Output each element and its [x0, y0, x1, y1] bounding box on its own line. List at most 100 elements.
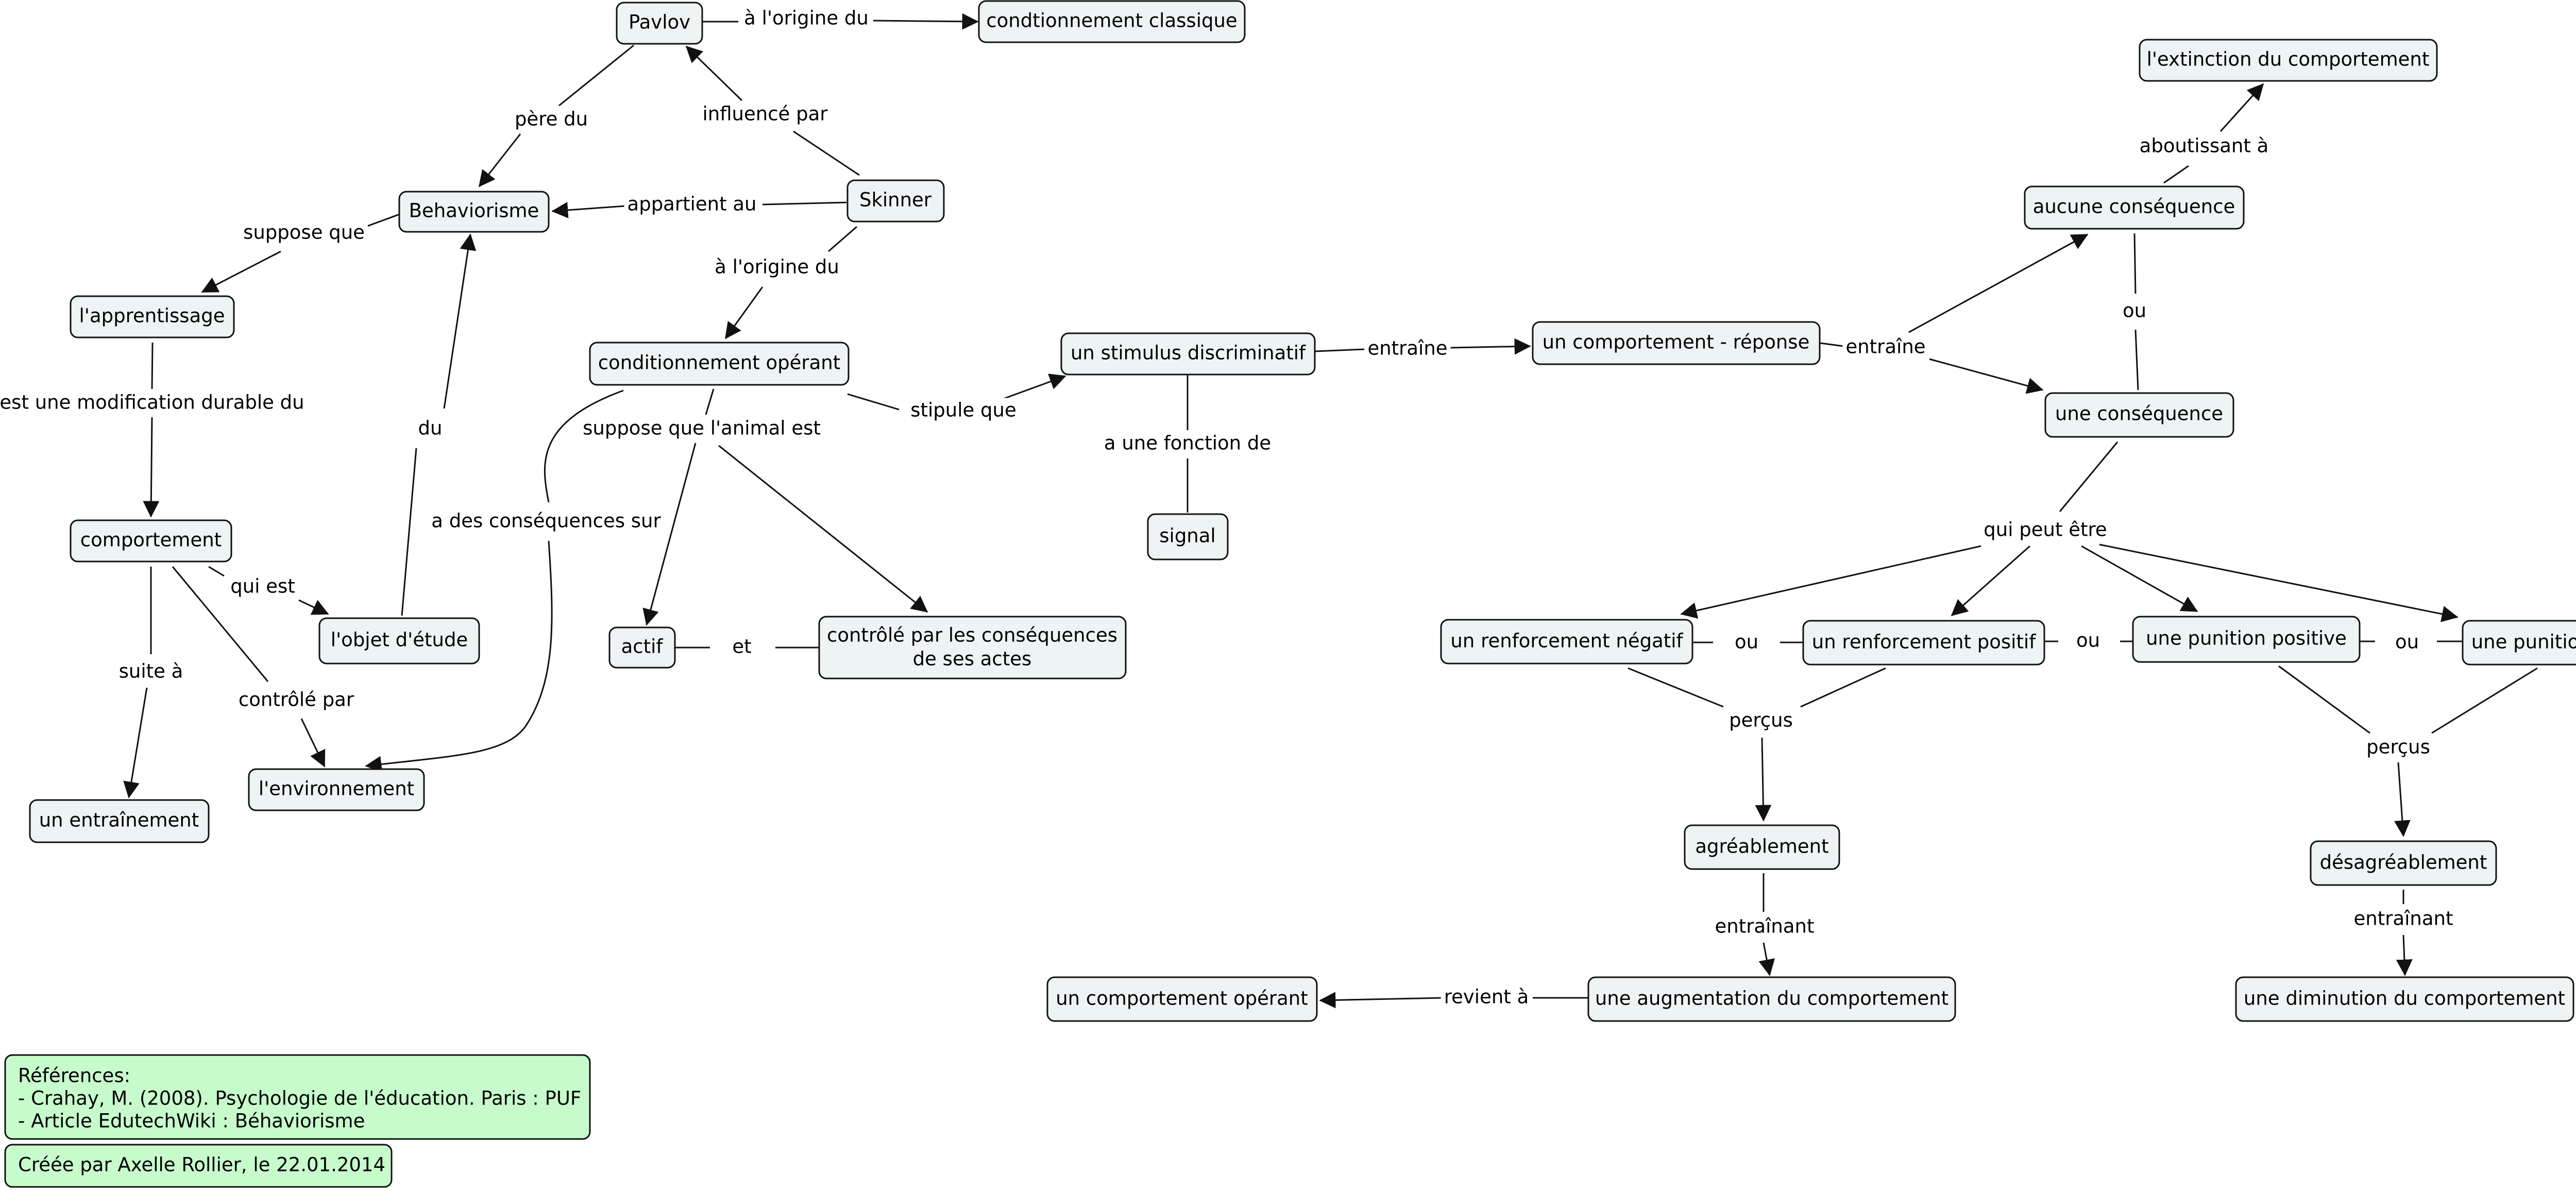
node-cond-classique[interactable]: condtionnement classique	[978, 0, 1246, 43]
references-title: Références:	[18, 1065, 130, 1087]
edge	[551, 201, 625, 218]
node-pun-positive[interactable]: une punition positive	[2132, 616, 2361, 663]
edge	[873, 13, 979, 30]
edge	[762, 201, 847, 206]
edge	[1319, 992, 1443, 1009]
edge	[793, 130, 860, 176]
node-pun-negative[interactable]: une punition négative	[2462, 620, 2576, 666]
link-label: suite à	[119, 660, 183, 683]
node-cond-operant[interactable]: conditionnement opérant	[589, 342, 850, 386]
references-line: - Article EdutechWiki : Béhaviorisme	[18, 1110, 365, 1132]
node-agreablement[interactable]: agréablement	[1684, 824, 1840, 870]
link-label-background	[1731, 630, 1762, 654]
node-diminution[interactable]: une diminution du comportement	[2235, 976, 2574, 1022]
edge	[123, 687, 148, 798]
node-label: l'apprentissage	[79, 305, 225, 327]
link-est-une-modification: est une modification durable du	[0, 390, 308, 415]
node-label: contrôlé par les conséquences	[827, 624, 1117, 647]
link-suppose-que: suppose que	[240, 220, 368, 245]
node-pavlov[interactable]: Pavlov	[616, 2, 703, 45]
node-label: condtionnement classique	[986, 10, 1237, 32]
node-renf-negatif[interactable]: un renforcement négatif	[1440, 619, 1693, 665]
node-label: un entraînement	[39, 809, 199, 831]
node-label: conditionnement opérant	[598, 352, 841, 374]
link-label: aboutissant à	[2140, 135, 2269, 157]
node-signal[interactable]: signal	[1147, 513, 1229, 560]
node-objet-etude[interactable]: l'objet d'étude	[318, 617, 480, 665]
edge	[1450, 338, 1531, 355]
references-line: - Crahay, M. (2008). Psychologie de l'éd…	[18, 1087, 581, 1110]
link-label: appartient au	[628, 193, 757, 215]
link-label-background	[1726, 708, 1796, 733]
node-stimulus[interactable]: un stimulus discriminatif	[1060, 332, 1316, 376]
edge	[1929, 358, 2044, 394]
edge	[2396, 934, 2413, 976]
node-behaviorisme[interactable]: Behaviorisme	[398, 191, 550, 233]
link-label: suppose que	[243, 222, 365, 244]
edge	[478, 133, 521, 188]
edge	[300, 718, 326, 768]
node-entrainement[interactable]: un entraînement	[29, 799, 210, 843]
node-label: Skinner	[859, 189, 932, 211]
link-label-background	[1440, 984, 1532, 1009]
node-une-consequence[interactable]: une conséquence	[2044, 392, 2234, 438]
node-augmentation[interactable]: une augmentation du comportement	[1587, 976, 1956, 1022]
link-label-background	[1711, 914, 1818, 939]
node-environnement[interactable]: l'environnement	[248, 768, 425, 811]
node-aucune-consequence[interactable]: aucune conséquence	[2024, 185, 2245, 230]
link-aboutissant-a: aboutissant à	[2136, 133, 2272, 158]
node-label: un renforcement négatif	[1450, 630, 1683, 652]
link-ou-3: ou	[2073, 628, 2104, 653]
link-label-background	[511, 107, 591, 131]
link-a-lorigine-du-2: à l'origine du	[711, 254, 842, 279]
edge	[2278, 665, 2370, 734]
link-label-background	[711, 254, 842, 279]
link-label-background	[2392, 630, 2422, 654]
edge	[847, 393, 900, 411]
node-label: un stimulus discriminatif	[1071, 342, 1306, 364]
link-suppose-que-lanimal: suppose que l'animal est	[580, 416, 824, 440]
link-ou-2: ou	[1731, 630, 1762, 654]
node-label: de ses actes	[913, 648, 1032, 670]
edge	[1002, 373, 1066, 400]
edge	[544, 389, 624, 503]
link-label-background	[227, 574, 298, 599]
node-label: un comportement opérant	[1056, 988, 1308, 1010]
link-label-background	[580, 416, 824, 440]
link-label: entraîne	[1367, 337, 1447, 360]
node-apprentissage[interactable]: l'apprentissage	[70, 295, 235, 338]
link-label: ou	[2123, 300, 2146, 322]
node-desagreablement[interactable]: désagréablement	[2310, 840, 2497, 886]
node-comportement-operant[interactable]: un comportement opérant	[1046, 976, 1318, 1022]
link-percus-2: perçus	[2363, 735, 2433, 759]
edge	[443, 233, 477, 409]
link-label-background	[624, 192, 760, 216]
link-ou-1: ou	[2119, 298, 2150, 323]
node-label: désagréablement	[2320, 852, 2487, 874]
edge	[2134, 329, 2139, 390]
node-actif[interactable]: actif	[608, 626, 676, 669]
node-label: une conséquence	[2055, 403, 2223, 425]
link-stipule-que: stipule que	[907, 398, 1020, 422]
link-label: qui peut être	[1984, 519, 2107, 541]
node-label: Pavlov	[629, 11, 690, 33]
credit-box: Créée par Axelle Rollier, le 22.01.2014	[4, 1144, 393, 1188]
node-label: signal	[1159, 525, 1215, 547]
link-label-background	[729, 634, 755, 659]
edge	[1680, 545, 1981, 619]
edge	[2394, 762, 2411, 837]
node-skinner[interactable]: Skinner	[846, 179, 945, 223]
node-label: une punition positive	[2146, 627, 2347, 650]
node-renf-positif[interactable]: un renforcement positif	[1802, 620, 2045, 666]
node-controle-consequences[interactable]: contrôlé par les conséquences de ses act…	[818, 616, 1127, 679]
edge	[685, 45, 743, 101]
link-label-background	[2363, 735, 2433, 759]
link-label-background	[907, 398, 1020, 422]
node-extinction[interactable]: l'extinction du comportement	[2139, 39, 2438, 82]
node-comportement[interactable]: comportement	[70, 519, 232, 563]
node-comportement-reponse[interactable]: un comportement - réponse	[1532, 321, 1821, 365]
link-label-background	[240, 220, 368, 245]
link-label: a des conséquences sur	[431, 510, 661, 532]
nodes: Pavlov condtionnement classique Behavior…	[4, 0, 2576, 1188]
